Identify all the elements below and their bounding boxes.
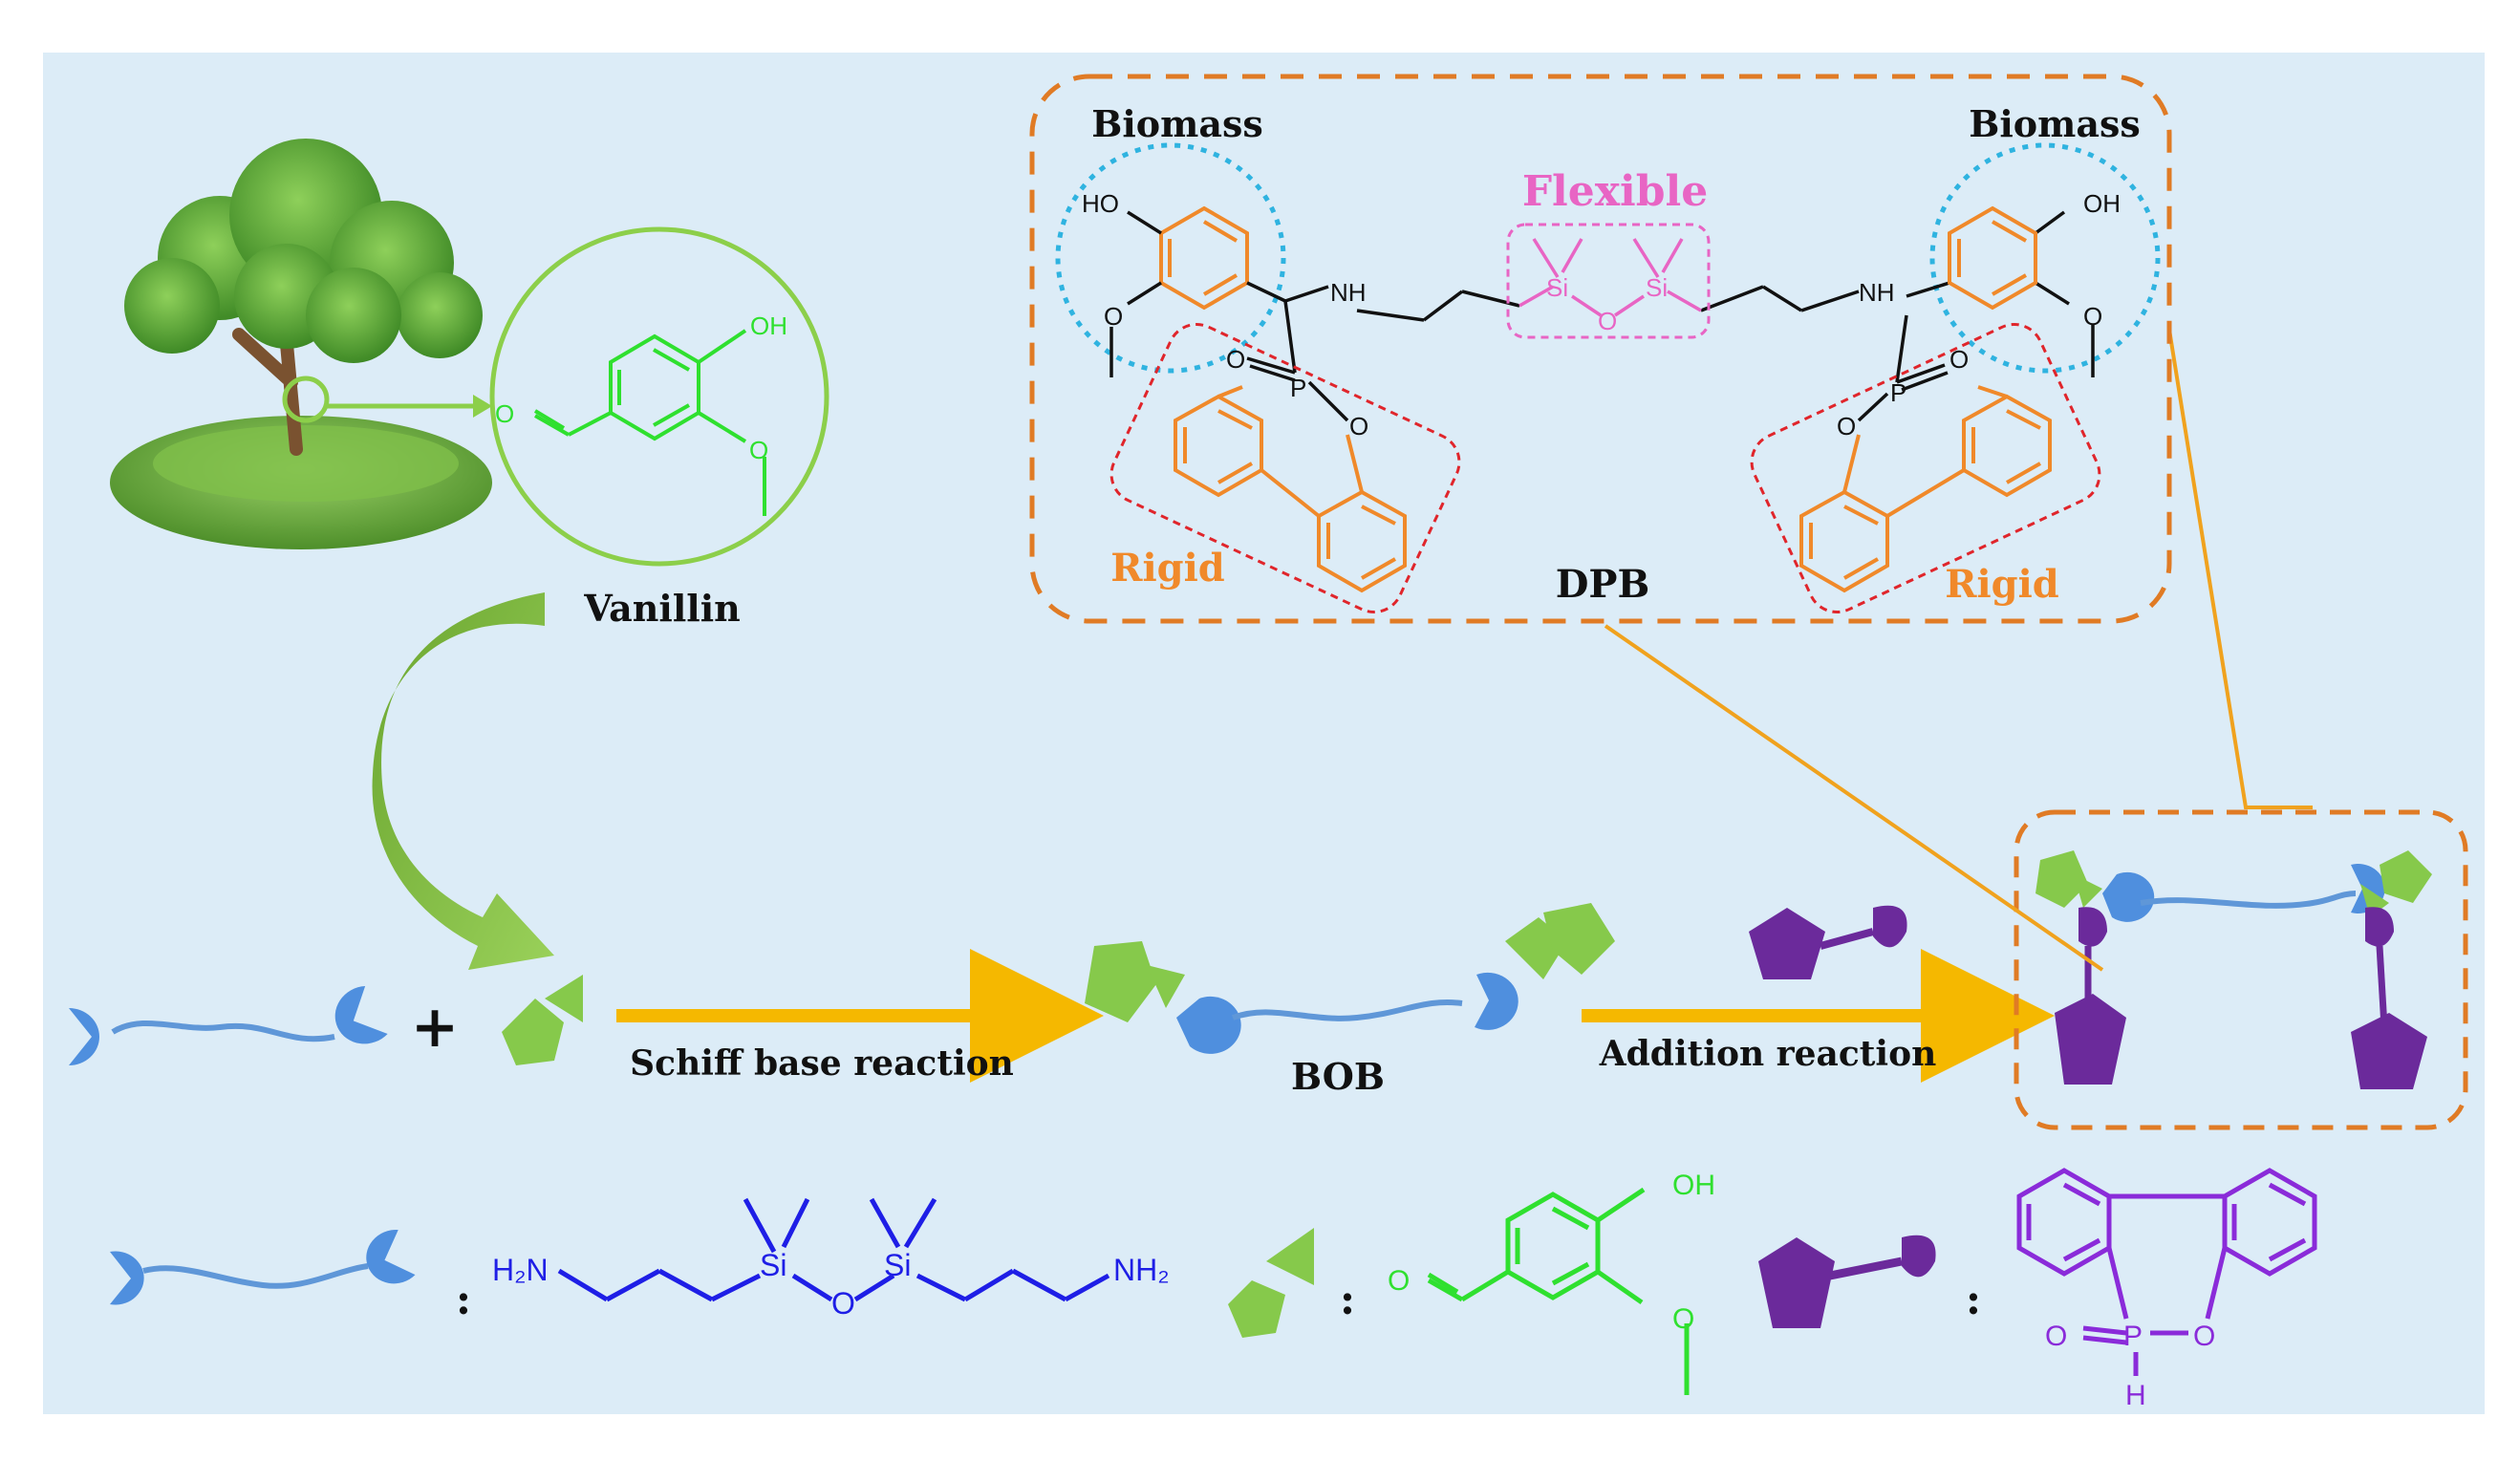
- flexible-label: Flexible: [1522, 167, 1708, 216]
- dpb-si-left: Si: [1546, 273, 1568, 302]
- bob-molecule: [1085, 903, 1615, 1054]
- rigid-label-left: Rigid: [1110, 546, 1225, 591]
- legend-vanillin-oh: OH: [1672, 1170, 1715, 1201]
- dpb-o-right: O: [2083, 302, 2102, 331]
- dpb-nh-right: NH: [1859, 278, 1895, 307]
- legend-colon-2: :: [1340, 1276, 1355, 1324]
- dpb-label: DPB: [1556, 562, 1650, 607]
- legend-dopo-blob: [1758, 1235, 1936, 1328]
- legend-dopo-h: H: [2125, 1380, 2146, 1411]
- vanillin-label: Vanillin: [583, 587, 741, 630]
- legend-si-1: Si: [760, 1248, 786, 1282]
- curved-arrow: [372, 592, 554, 970]
- schiff-label: Schiff base reaction: [630, 1043, 1014, 1084]
- dpb-ho: HO: [1082, 189, 1119, 218]
- pointer-line-box: [2167, 329, 2313, 809]
- vanillin-o: O: [749, 436, 768, 464]
- dpb-p-right: P: [1890, 378, 1906, 407]
- dpb-o-left: O: [1104, 302, 1123, 331]
- legend-o: O: [831, 1286, 855, 1321]
- legend-h2n: H₂N: [492, 1253, 549, 1287]
- dpb-p-left: P: [1290, 374, 1306, 402]
- dpb-box: HO O NH O P O Si O Si NH O P O OH O Biom…: [1029, 74, 2172, 624]
- legend-dopo-o: O: [2193, 1321, 2215, 1352]
- biomass-label-right: Biomass: [1969, 102, 2141, 145]
- legend-si-2: Si: [884, 1248, 911, 1282]
- legend-dopo-p: P: [2123, 1321, 2143, 1352]
- legend-aldehyde-blob: [1228, 1228, 1314, 1338]
- rigid-label-right: Rigid: [1945, 562, 2059, 607]
- vanillin-circle: OH O O: [489, 226, 829, 567]
- dopo-blob-icon: [1749, 905, 1907, 979]
- dpb-o-dbl-right: O: [1949, 345, 1969, 374]
- aldehyde-blob-icon: [502, 975, 583, 1065]
- product-box: [2014, 809, 2468, 1130]
- dpb-o-ring-left: O: [1349, 412, 1368, 440]
- dpb-o-ring-right: O: [1837, 412, 1856, 440]
- dpb-nh-left: NH: [1330, 278, 1367, 307]
- amine-chain-icon: [69, 985, 388, 1065]
- plus-sign: +: [411, 994, 459, 1061]
- legend-siloxane: H₂N Si O Si NH₂: [492, 1197, 1170, 1321]
- tree-icon: [110, 139, 492, 549]
- legend-vanillin-o: O: [1672, 1303, 1694, 1335]
- bob-label: BOB: [1291, 1055, 1385, 1098]
- vanillin-ald-o: O: [495, 399, 514, 428]
- biomass-label-left: Biomass: [1091, 102, 1263, 145]
- legend-dopo-o-dbl: O: [2045, 1321, 2067, 1352]
- legend-dopo: O P O H: [2016, 1168, 2317, 1411]
- legend-vanillin: OH O O: [1388, 1170, 1715, 1395]
- legend-vanillin-ald-o: O: [1388, 1265, 1410, 1297]
- dpb-o-mid: O: [1598, 307, 1617, 335]
- dpb-si-right: Si: [1646, 273, 1668, 302]
- legend-colon-3: :: [1966, 1276, 1981, 1324]
- dpb-o-dbl-left: O: [1226, 345, 1245, 374]
- vanillin-oh: OH: [750, 312, 787, 340]
- legend-colon-1: :: [456, 1276, 471, 1324]
- legend-nh2: NH₂: [1113, 1253, 1170, 1287]
- pointer-line-dpb: [1604, 624, 2104, 972]
- dpb-oh: OH: [2083, 189, 2121, 218]
- legend-chain: [110, 1230, 416, 1305]
- addition-label: Addition reaction: [1599, 1034, 1937, 1074]
